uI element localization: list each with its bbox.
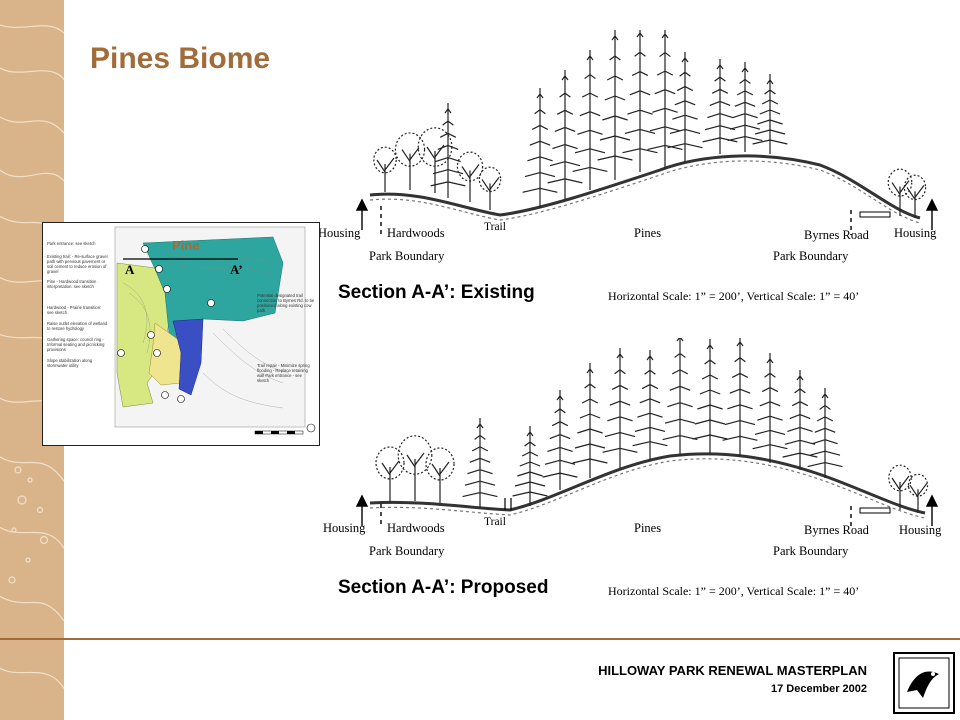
- pine-tree: [752, 353, 788, 463]
- label-park-boundary-right: Park Boundary: [773, 249, 849, 263]
- hardwood-canopy: [394, 132, 426, 167]
- hardwood-tree: [401, 147, 420, 190]
- label-pines: Pines: [634, 521, 662, 535]
- label-park-boundary-left: Park Boundary: [369, 249, 445, 263]
- hardwood-tree: [406, 452, 425, 501]
- map-note: Trail repair - Minimize spring flooding …: [257, 363, 310, 383]
- pine-tree: [542, 390, 578, 490]
- contour-pattern: [0, 24, 64, 690]
- hardwood-canopy: [456, 151, 484, 182]
- pine-tree: [622, 30, 658, 172]
- section-title-existing: Section A-A’: Existing: [338, 282, 535, 303]
- hardwood-canopy: [888, 464, 912, 492]
- pine-tree: [602, 348, 638, 468]
- pine-tree: [647, 30, 683, 168]
- hardwood-canopy: [373, 146, 397, 174]
- pine-tree: [752, 74, 788, 154]
- pine-tree: [692, 339, 728, 454]
- pine-tree: [632, 350, 668, 460]
- map-pine-label: Pine: [172, 238, 200, 253]
- hardwood-tree: [426, 144, 445, 193]
- section-title-proposed: Section A-A’: Proposed: [338, 577, 549, 598]
- label-hardwoods: Hardwoods: [387, 226, 445, 240]
- hardwood-canopy: [397, 435, 433, 475]
- label-trail: Trail: [484, 516, 506, 528]
- label-byrnes-road: Byrnes Road: [804, 228, 869, 242]
- pine-tree: [522, 88, 558, 208]
- page-title: Pines Biome: [90, 42, 271, 75]
- footer-date: 17 December 2002: [770, 683, 867, 695]
- hardwood-tree: [909, 482, 928, 513]
- label-hardwoods: Hardwoods: [387, 521, 445, 535]
- tree-group: [375, 338, 929, 513]
- hardwood-canopy: [903, 174, 927, 201]
- scale-existing: Horizontal Scale: 1” = 200’, Vertical Sc…: [608, 289, 860, 303]
- hardwood-tree: [906, 185, 925, 218]
- hardwood-tree: [891, 180, 910, 216]
- hardwood-tree: [381, 460, 400, 502]
- map-note: Potential designated trail connection to…: [257, 293, 315, 313]
- section-marker-a-prime: A’: [230, 262, 243, 277]
- section-proposed-drawing: [355, 338, 939, 528]
- map-note: Hardwood - Prairie transition: see sketc…: [47, 305, 102, 315]
- section-existing-drawing: [355, 30, 939, 235]
- map-note: Gathering space: council ring - Informal…: [47, 337, 105, 352]
- label-housing-left: Housing: [323, 521, 366, 535]
- footer-divider: [0, 638, 960, 640]
- map-notes-right: Potential designated trail connection to…: [257, 293, 315, 383]
- pine-tree: [572, 50, 608, 190]
- hardwood-tree: [461, 164, 480, 202]
- map-note: Pine - Hardwood transition interpretatio…: [47, 279, 97, 289]
- pine-tree: [430, 103, 466, 198]
- scale-proposed: Horizontal Scale: 1” = 200’, Vertical Sc…: [608, 584, 860, 598]
- map-note: Park entrance: see sketch: [47, 241, 96, 246]
- ground-profile: [369, 154, 921, 220]
- map-note: Existing trail: - Re-surface gravel path…: [47, 254, 108, 274]
- pine-tree: [572, 363, 608, 478]
- ground-profile: [369, 452, 926, 515]
- tree-group: [373, 30, 927, 218]
- site-map: Park entrance: see sketch Existing trail…: [42, 222, 320, 446]
- label-park-boundary-left: Park Boundary: [369, 544, 445, 558]
- label-housing-right: Housing: [894, 226, 937, 240]
- footer-title: HILLOWAY PARK RENEWAL MASTERPLAN: [598, 663, 867, 678]
- hardwood-tree: [891, 475, 910, 510]
- hardwood-tree: [431, 461, 450, 503]
- pine-tree: [462, 418, 498, 508]
- map-note: Slope stabilization along stormwater uti…: [47, 358, 93, 368]
- hardwood-canopy: [425, 447, 455, 481]
- pine-tree: [722, 338, 758, 456]
- pine-tree: [782, 370, 818, 470]
- pine-tree: [512, 426, 548, 506]
- pine-tree: [547, 70, 583, 200]
- label-trail: Trail: [484, 221, 506, 233]
- wetland-area: [172, 318, 204, 396]
- pine-tree: [662, 338, 698, 456]
- label-park-boundary-right: Park Boundary: [773, 544, 849, 558]
- label-housing-right: Housing: [899, 523, 942, 537]
- pine-tree: [667, 52, 703, 162]
- pine-tree: [597, 30, 633, 180]
- hardwood-tree: [481, 177, 500, 210]
- label-housing-left: Housing: [318, 226, 361, 240]
- hardwood-canopy: [478, 166, 502, 193]
- hardwood-canopy: [375, 446, 405, 480]
- pine-tree: [727, 62, 763, 152]
- kestrel-logo: [893, 652, 955, 714]
- map-note: Raise outlet elevation of wetland to res…: [47, 321, 108, 331]
- pine-tree: [702, 59, 738, 154]
- hardwood-canopy: [887, 168, 913, 197]
- site-map-drawing: [114, 226, 316, 435]
- label-byrnes-road: Byrnes Road: [804, 523, 869, 537]
- section-marker-a: A: [125, 262, 135, 277]
- scale-bar: [254, 423, 316, 435]
- pine-tree: [807, 388, 843, 478]
- map-notes-left: Park entrance: see sketch Existing trail…: [47, 241, 109, 368]
- label-pines: Pines: [634, 226, 662, 240]
- hardwood-tree: [376, 157, 395, 192]
